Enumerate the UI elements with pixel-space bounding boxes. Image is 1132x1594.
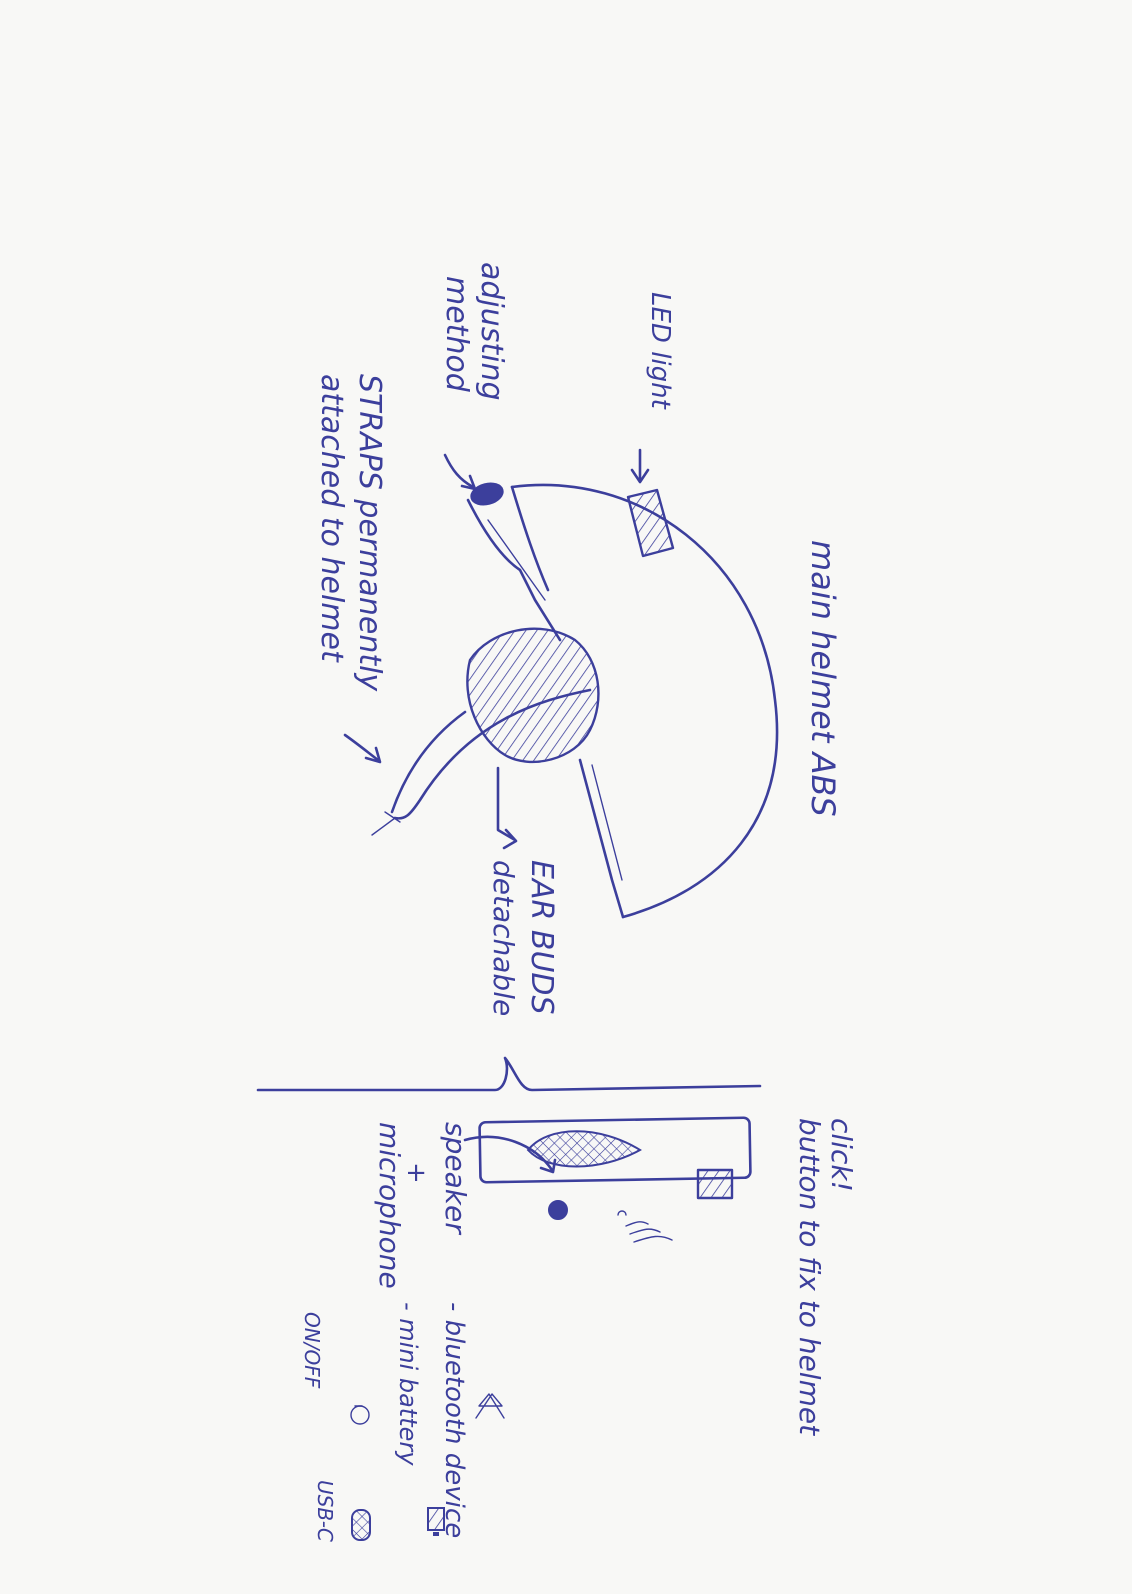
usb-c-port-icon bbox=[352, 1510, 370, 1540]
label-earbuds-1: EAR BUDS bbox=[524, 860, 559, 1015]
label-bluetooth: - bluetooth device bbox=[439, 1302, 469, 1538]
label-mini-battery: - mini battery bbox=[394, 1302, 422, 1466]
bluetooth-icon bbox=[476, 1394, 504, 1418]
label-adjusting-1: adjusting bbox=[474, 262, 509, 401]
label-speaker: speaker bbox=[439, 1122, 472, 1235]
label-microphone: microphone bbox=[373, 1122, 406, 1289]
click-button[interactable] bbox=[698, 1170, 732, 1198]
ear-pad bbox=[467, 629, 598, 762]
label-straps-1: STRAPS permanently bbox=[352, 374, 387, 692]
section-divider bbox=[258, 1058, 760, 1090]
label-usb-c: USB-C bbox=[313, 1480, 337, 1542]
label-straps-2: attached to helmet bbox=[314, 374, 349, 663]
label-adjusting-2: method bbox=[439, 276, 474, 393]
label-click: click! bbox=[825, 1118, 858, 1192]
label-led-light: LED light bbox=[645, 292, 675, 410]
earbud-detail bbox=[465, 1118, 751, 1242]
strap-arrow bbox=[345, 735, 378, 760]
label-main-helmet: main helmet ABS bbox=[804, 540, 842, 817]
adjust-arrow bbox=[445, 455, 473, 487]
label-earbuds-2: detachable bbox=[487, 860, 520, 1016]
power-icon bbox=[351, 1406, 369, 1424]
label-button-fix: button to fix to helmet bbox=[793, 1118, 826, 1436]
led-light-block bbox=[628, 490, 673, 556]
sound-waves-icon bbox=[618, 1211, 672, 1242]
label-on-off: ON/OFF bbox=[300, 1312, 324, 1389]
microphone-hole bbox=[549, 1201, 567, 1219]
